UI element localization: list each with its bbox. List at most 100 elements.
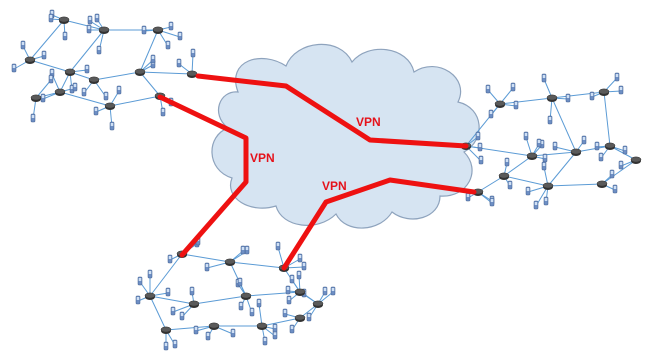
- device-icon: [477, 142, 483, 152]
- network-link: [551, 91, 605, 99]
- device-icon: [48, 74, 54, 84]
- device-icon: [249, 307, 255, 317]
- network-link: [69, 29, 105, 73]
- router-icon: [64, 68, 76, 76]
- device-icon: [547, 115, 553, 125]
- device-icon: [11, 63, 17, 73]
- device-icon: [244, 245, 250, 255]
- device-icon: [256, 298, 262, 308]
- device-icon: [48, 13, 54, 23]
- device-icon: [612, 184, 618, 194]
- device-icon: [504, 157, 510, 167]
- device-icon: [485, 84, 491, 94]
- device-icon: [618, 160, 624, 170]
- network-link: [193, 295, 247, 305]
- network-link: [139, 71, 161, 97]
- router-icon: [526, 152, 538, 160]
- device-icon: [147, 269, 153, 279]
- device-icon: [172, 339, 178, 349]
- device-icon: [322, 286, 328, 296]
- router-icon: [546, 94, 558, 102]
- router-icon: [494, 100, 506, 108]
- device-icon: [176, 58, 182, 68]
- device-icon: [240, 245, 246, 255]
- network-link: [139, 29, 159, 73]
- device-icon: [594, 141, 600, 151]
- device-icon: [103, 91, 109, 101]
- device-icon: [160, 107, 166, 117]
- device-icon: [330, 286, 336, 296]
- router-icon: [542, 182, 554, 190]
- device-icon: [230, 328, 236, 338]
- network-link: [29, 19, 65, 61]
- device-icon: [552, 141, 558, 151]
- device-icon: [285, 285, 291, 295]
- device-icon: [96, 45, 102, 55]
- router-icon: [240, 292, 252, 300]
- network-link: [245, 291, 301, 297]
- network-link: [139, 71, 193, 75]
- device-icon: [542, 153, 548, 163]
- router-icon: [58, 16, 70, 24]
- device-icon: [510, 82, 516, 92]
- router-icon: [294, 288, 306, 296]
- device-icon: [205, 331, 211, 341]
- device-icon: [465, 192, 471, 202]
- network-link: [181, 253, 231, 263]
- network-link: [503, 175, 549, 187]
- router-icon: [160, 326, 172, 334]
- device-icon: [87, 15, 93, 25]
- device-icon: [204, 262, 210, 272]
- device-icon: [30, 113, 36, 123]
- device-icon: [581, 135, 587, 145]
- device-icon: [475, 131, 481, 141]
- device-icon: [565, 93, 571, 103]
- router-icon: [630, 156, 642, 164]
- device-icon: [170, 306, 176, 316]
- network-link: [575, 145, 611, 153]
- router-icon: [98, 26, 110, 34]
- router-icon: [604, 142, 616, 150]
- network-link: [499, 97, 553, 105]
- network-link: [149, 295, 167, 331]
- device-link: [258, 303, 263, 327]
- vpn-line-top-left-to-right: [195, 73, 469, 149]
- device-icon: [238, 301, 244, 311]
- router-icon: [30, 94, 42, 102]
- network-link: [165, 325, 215, 331]
- device-icon: [289, 324, 295, 334]
- device-icon: [489, 197, 495, 207]
- device-icon: [541, 73, 547, 83]
- router-icon: [208, 322, 220, 330]
- network-link: [149, 253, 183, 297]
- device-icon: [609, 169, 615, 179]
- device-icon: [168, 21, 174, 31]
- device-icon: [179, 311, 185, 321]
- device-icon: [297, 253, 303, 263]
- device-icon: [488, 109, 494, 119]
- router-icon: [186, 70, 198, 78]
- device-icon: [193, 325, 199, 335]
- device-icon: [275, 241, 281, 251]
- network-link: [477, 175, 505, 193]
- device-icon: [41, 50, 47, 60]
- network-link: [547, 183, 603, 187]
- network-link: [229, 261, 285, 269]
- cloud-icon: [211, 43, 480, 229]
- network-link: [503, 155, 533, 177]
- device-icon: [177, 31, 183, 41]
- device-icon: [94, 13, 100, 23]
- network-link: [261, 317, 301, 327]
- device-icon: [109, 121, 115, 131]
- device-icon: [20, 40, 26, 50]
- vpn-label-center: VPN: [322, 179, 347, 193]
- device-icon: [163, 341, 169, 351]
- device-icon: [306, 312, 312, 322]
- device-link: [277, 246, 285, 269]
- right-network: [460, 72, 642, 210]
- device-icon: [137, 276, 143, 286]
- network-link: [29, 59, 71, 73]
- router-icon: [224, 258, 236, 266]
- device-icon: [135, 295, 141, 305]
- device-icon: [40, 93, 46, 103]
